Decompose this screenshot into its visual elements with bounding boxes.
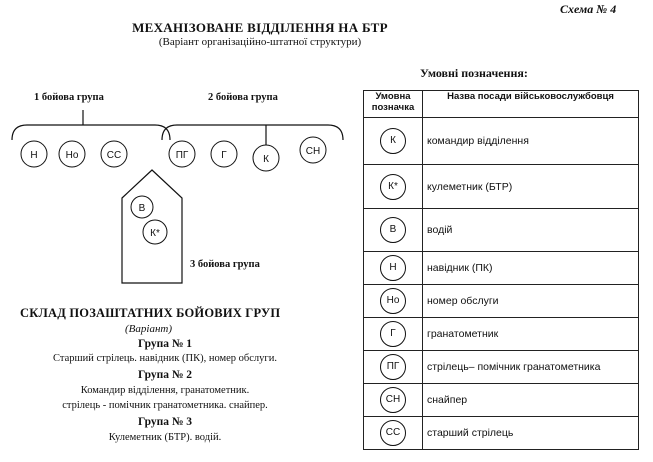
composition-variant: (Варіант) [125,323,173,335]
soldier-n-label: Н [30,150,37,161]
group1-title: Група № 1 [137,338,193,350]
legend-col-name: Назва посади військовослужбовця [422,90,639,118]
legend-description: снайпер [422,383,639,417]
soldier-ss-label: СС [107,150,121,161]
soldier-k-label: К [263,154,269,165]
composition-title: СКЛАД ПОЗАШТАТНИХ БОЙОВИХ ГРУП [20,306,281,320]
group2-title: Група № 2 [137,369,193,381]
legend-row: ПГ стрілець– помічник гранатометника [363,350,639,384]
soldier-no-circle [58,140,86,168]
group3-label: 3 бойова група [190,259,260,270]
legend-row: Н навідник (ПК) [363,251,639,285]
legend-row: К командир відділення [363,117,639,165]
legend-description: водій [422,208,639,252]
soldier-k-circle [252,144,280,172]
group2-brace [161,124,344,141]
group1-description: Старший стрілець. навідник (ПК), номер о… [53,353,277,364]
legend-symbol: К* [380,173,406,200]
soldier-sn-circle [299,136,327,164]
group2-label: 2 бойова група [208,92,278,103]
legend-symbol: СС [380,420,406,446]
legend-description: стрілець– помічник гранатометника [422,350,639,384]
legend-row: СН снайпер [363,383,639,417]
group1-label: 1 бойова група [34,92,104,103]
vehicle-driver-label: В [139,203,146,214]
legend-table: Умовна позначка Назва посади військовосл… [363,90,639,450]
legend-symbol: В [380,217,406,243]
page-title: МЕХАНІЗОВАНЕ ВІДДІЛЕННЯ НА БТР [132,20,388,35]
group2-description-line2: стрілець - помічник гранатометника. снай… [62,400,268,411]
soldier-sn-label: СН [306,146,320,157]
scheme-number: Схема № 4 [560,2,617,16]
legend-col-symbol: Умовна позначка [363,90,423,118]
legend-symbol: ПГ [380,354,406,380]
legend-description: кулеметник (БТР) [422,164,639,209]
legend-symbol: Но [380,288,406,314]
group3-title: Група № 3 [137,416,193,428]
legend-symbol: К [380,128,406,154]
legend-symbol: СН [380,387,406,413]
legend-row: СС старший стрілець [363,416,639,450]
legend-symbol: Г [380,321,406,347]
page-subtitle: (Варіант організаційно-штатної структури… [158,36,362,48]
soldier-no-label: Но [66,150,79,161]
legend-row: В водій [363,208,639,252]
vehicle-gunner-label: К* [150,228,160,239]
group3-description: Кулеметник (БТР). водій. [108,432,222,443]
soldier-n-circle [20,140,48,168]
vehicle-driver-circle [130,195,154,219]
legend-header-row: Умовна позначка Назва посади військовосл… [363,90,639,118]
soldier-pg-label: ПГ [176,150,189,161]
legend-row: Г гранатометник [363,317,639,351]
legend-description: старший стрілець [422,416,639,450]
soldier-g-label: Г [221,150,227,161]
group2-description-line1: Командир відділення, гранатометник. [80,385,250,396]
legend-description: командир відділення [422,117,639,165]
legend-description: навідник (ПК) [422,251,639,285]
vehicle-gunner-circle [142,219,168,245]
soldier-ss-circle [100,140,128,168]
legend-symbol: Н [380,255,406,281]
legend-row: К* кулеметник (БТР) [363,164,639,209]
legend-title: Умовні позначення: [420,66,528,80]
legend-row: Но номер обслуги [363,284,639,318]
soldier-pg-circle [168,140,196,168]
soldier-g-circle [210,140,238,168]
group1-brace [11,124,171,141]
legend-description: гранатометник [422,317,639,351]
legend-description: номер обслуги [422,284,639,318]
